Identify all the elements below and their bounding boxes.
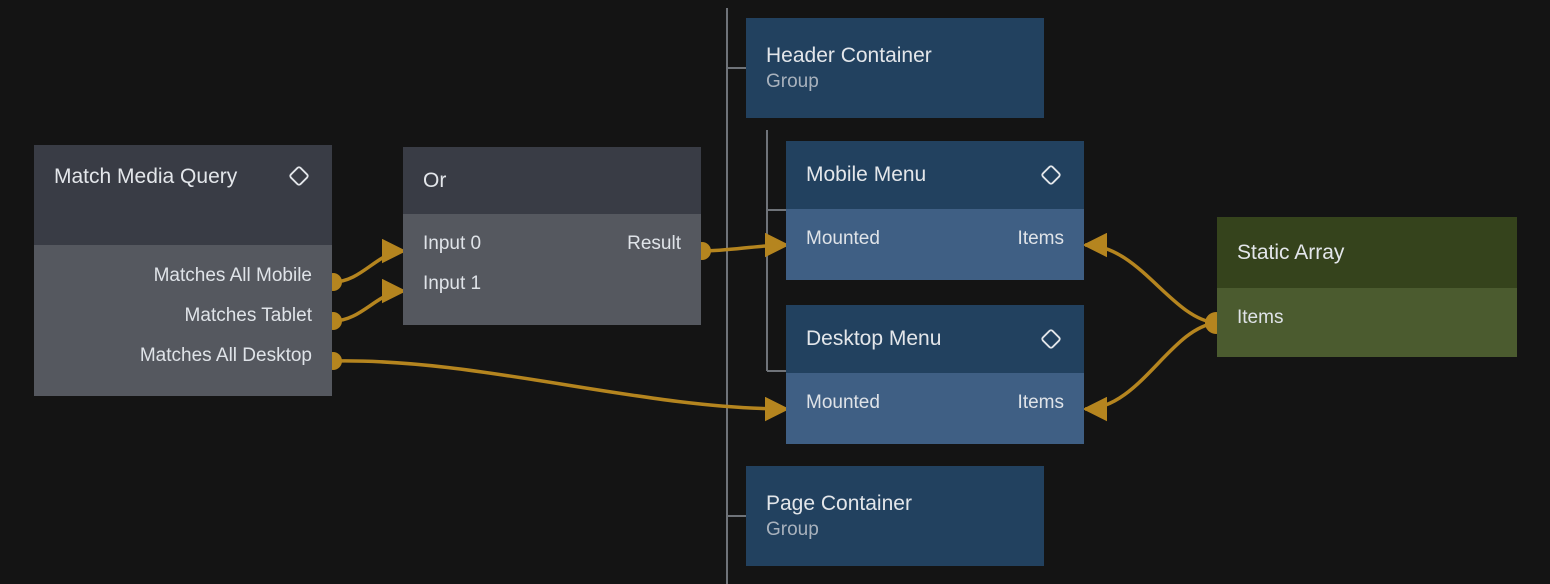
node-desktop-menu[interactable]: Desktop Menu Mounted Items xyxy=(786,305,1084,444)
edge-tablet-to-input1 xyxy=(332,278,407,323)
port-label: Matches All Desktop xyxy=(139,345,312,366)
edge-desktop-to-desktopmounted xyxy=(332,359,790,422)
node-body: Mounted Items xyxy=(786,209,1084,280)
node-mobile-menu[interactable]: Mobile Menu Mounted Items xyxy=(786,141,1084,280)
node-header: Desktop Menu xyxy=(786,305,1084,373)
output-port-result-label: Result xyxy=(627,233,681,254)
edge-result-to-mobilemounted xyxy=(701,232,790,258)
node-static-array[interactable]: Static Array Items xyxy=(1217,217,1517,357)
edge-array-to-desktopitems xyxy=(1082,321,1217,422)
port-label: Matches Tablet xyxy=(184,305,312,326)
output-port-matches-all-desktop[interactable]: Matches All Desktop xyxy=(34,343,332,369)
input-port-mounted[interactable]: Mounted Items xyxy=(786,390,1084,416)
node-match-media-query[interactable]: Match Media Query Matches All Mobile Mat… xyxy=(34,145,332,396)
diamond-icon xyxy=(1041,165,1061,185)
port-label: Mounted xyxy=(806,228,880,249)
node-page-container[interactable]: Page Container Group xyxy=(746,466,1044,566)
group-subtitle: Group xyxy=(766,70,819,92)
node-body: Mounted Items xyxy=(786,373,1084,444)
edge-array-to-mobileitems xyxy=(1082,232,1217,325)
port-label: Items xyxy=(1237,307,1284,328)
group-subtitle: Group xyxy=(766,518,819,540)
output-port-matches-all-mobile[interactable]: Matches All Mobile xyxy=(34,263,332,289)
node-title: Mobile Menu xyxy=(806,163,927,187)
output-port-matches-tablet[interactable]: Matches Tablet xyxy=(34,303,332,329)
input-port-input-1[interactable]: Input 1 xyxy=(403,271,701,297)
output-port-items-label: Items xyxy=(1017,228,1064,249)
node-header: Match Media Query xyxy=(34,145,332,245)
port-label: Mounted xyxy=(806,392,880,413)
port-label: Input 1 xyxy=(423,273,482,294)
port-label: Matches All Mobile xyxy=(153,265,312,286)
node-title: Match Media Query xyxy=(54,165,238,188)
node-title: Desktop Menu xyxy=(806,327,942,351)
node-header: Static Array xyxy=(1217,217,1517,288)
node-title: Static Array xyxy=(1237,240,1345,264)
node-header: Or xyxy=(403,147,701,214)
node-body: Matches All Mobile Matches Tablet Matche… xyxy=(34,245,332,396)
diamond-icon xyxy=(289,166,309,186)
node-header-container[interactable]: Header Container Group xyxy=(746,18,1044,118)
node-body: Input 0 Result Input 1 xyxy=(403,214,701,325)
input-port-mounted[interactable]: Mounted Items xyxy=(786,226,1084,252)
node-title: Or xyxy=(423,168,447,192)
node-header: Mobile Menu xyxy=(786,141,1084,209)
diamond-icon xyxy=(1041,329,1061,349)
port-label: Input 0 xyxy=(423,233,482,254)
output-port-items-label: Items xyxy=(1017,392,1064,413)
edge-mobile-to-input0 xyxy=(332,238,407,284)
output-port-items[interactable]: Items xyxy=(1217,305,1517,331)
group-title: Page Container xyxy=(766,491,912,515)
node-body: Items xyxy=(1217,288,1517,357)
node-or[interactable]: Or Input 0 Result Input 1 xyxy=(403,147,701,325)
group-title: Header Container xyxy=(766,43,932,67)
input-port-input-0[interactable]: Input 0 Result xyxy=(403,231,701,257)
